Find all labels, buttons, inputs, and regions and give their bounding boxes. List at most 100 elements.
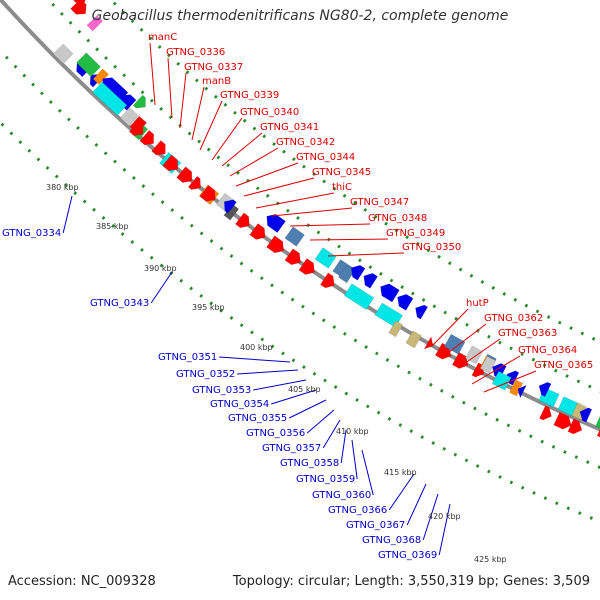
reverse-leader-line	[406, 483, 427, 526]
forward-leader-line	[431, 308, 469, 347]
gene-feature	[337, 265, 355, 284]
forward-gene-label: GTNG_0362	[484, 313, 543, 324]
gene-feature	[266, 213, 286, 234]
reverse-leader-line	[438, 503, 451, 556]
reverse-gene-label: GTNG_0368	[362, 535, 421, 546]
gene-feature	[595, 415, 600, 429]
forward-leader-line	[289, 223, 371, 227]
gene-feature	[284, 248, 301, 266]
gene-feature	[266, 235, 284, 254]
reverse-leader-line	[219, 356, 291, 363]
reverse-gene-label: GTNG_0352	[176, 369, 235, 380]
kbp-marker: 390 kbp	[144, 264, 177, 273]
gene-features	[52, 0, 600, 438]
forward-leader-line	[327, 252, 405, 257]
forward-leader-line	[221, 132, 263, 167]
kbp-marker: 385 kbp	[96, 222, 129, 231]
reverse-gene-label: GTNG_0357	[262, 443, 321, 454]
forward-leader-line	[271, 207, 353, 217]
forward-gene-label: GTNG_0349	[386, 228, 445, 239]
forward-leader-line	[235, 162, 299, 187]
tick-tracks	[0, 0, 600, 524]
gene-feature	[151, 140, 166, 156]
gene-feature	[319, 272, 335, 289]
forward-gene-label: GTNG_0339	[220, 90, 279, 101]
reverse-leader-line	[322, 419, 341, 449]
reverse-gene-label: GTNG_0366	[328, 505, 387, 516]
gene-feature	[579, 407, 593, 423]
topology-text: Topology: circular; Length: 3,550,319 bp…	[232, 574, 590, 589]
gene-feature	[380, 283, 400, 303]
gene-feature	[567, 418, 583, 435]
forward-leader-line	[443, 323, 487, 357]
gene-feature	[284, 226, 305, 247]
reverse-gene-label: GTNG_0367	[346, 520, 405, 531]
forward-gene-label: manB	[202, 76, 231, 87]
forward-leader-line	[255, 192, 335, 209]
gene-feature	[538, 381, 552, 397]
forward-leader-line	[229, 147, 279, 177]
reverse-gene-label: GTNG_0358	[280, 458, 339, 469]
gene-feature	[363, 272, 379, 289]
forward-gene-label: GTNG_0350	[402, 242, 461, 253]
gene-feature	[596, 428, 600, 438]
forward-leader-line	[309, 238, 389, 241]
gene-feature	[92, 81, 128, 116]
forward-leader-line	[243, 177, 315, 197]
gene-feature	[128, 120, 144, 136]
forward-leader-line	[199, 100, 223, 151]
reverse-leader-line	[253, 379, 307, 391]
forward-gene-label: GTNG_0342	[276, 137, 335, 148]
gene-feature	[76, 52, 102, 78]
forward-gene-label: GTNG_0344	[296, 152, 355, 163]
gene-feature	[539, 405, 552, 421]
gene-feature	[517, 384, 528, 399]
forward-gene-label: manC	[148, 32, 177, 43]
forward-gene-label: GTNG_0348	[368, 213, 427, 224]
gene-feature	[223, 203, 240, 221]
forward-leader-line	[149, 42, 156, 106]
forward-gene-label: GTNG_0336	[166, 47, 225, 58]
kbp-marker: 395 kbp	[192, 303, 225, 312]
kbp-marker: 420 kbp	[428, 512, 461, 521]
map-title: Geobacillus thermodenitrificans NG80-2, …	[91, 8, 509, 24]
forward-gene-label: GTNG_0347	[350, 197, 409, 208]
accession-text: Accession: NC_009328	[8, 574, 156, 589]
gene-feature	[139, 129, 155, 146]
gene-feature	[397, 293, 414, 311]
forward-gene-label: GTNG_0365	[534, 360, 593, 371]
label-leader-lines	[62, 42, 537, 556]
gene-feature	[415, 304, 429, 320]
forward-gene-label: GTNG_0337	[184, 62, 243, 73]
forward-gene-label: GTNG_0363	[498, 328, 557, 339]
forward-leader-line	[471, 355, 521, 385]
reverse-gene-label: GTNG_0334	[2, 228, 61, 239]
gene-feature	[491, 370, 512, 391]
kbp-marker: 415 kbp	[384, 468, 417, 477]
reverse-gene-label: GTNG_0353	[192, 385, 251, 396]
tick-track	[0, 120, 600, 524]
forward-leader-line	[457, 338, 501, 369]
reverse-leader-line	[340, 429, 347, 464]
reverse-gene-label: GTNG_0360	[312, 490, 371, 501]
kbp-marker: 380 kbp	[46, 183, 79, 192]
reverse-gene-label: GTNG_0351	[158, 352, 217, 363]
reverse-leader-line	[351, 439, 358, 480]
reverse-leader-line	[388, 473, 415, 511]
gene-feature	[553, 411, 572, 430]
gene-feature	[86, 15, 104, 32]
forward-leader-line	[483, 370, 537, 393]
gene-feature	[451, 351, 469, 369]
gene-feature	[92, 68, 110, 85]
gene-feature	[343, 283, 375, 311]
forward-gene-label: GTNG_0345	[312, 167, 371, 178]
gene-feature	[508, 379, 524, 397]
forward-gene-label: GTNG_0364	[518, 345, 577, 356]
gene-feature	[119, 107, 140, 127]
gene-feature	[176, 166, 193, 183]
gene-feature	[234, 212, 250, 229]
